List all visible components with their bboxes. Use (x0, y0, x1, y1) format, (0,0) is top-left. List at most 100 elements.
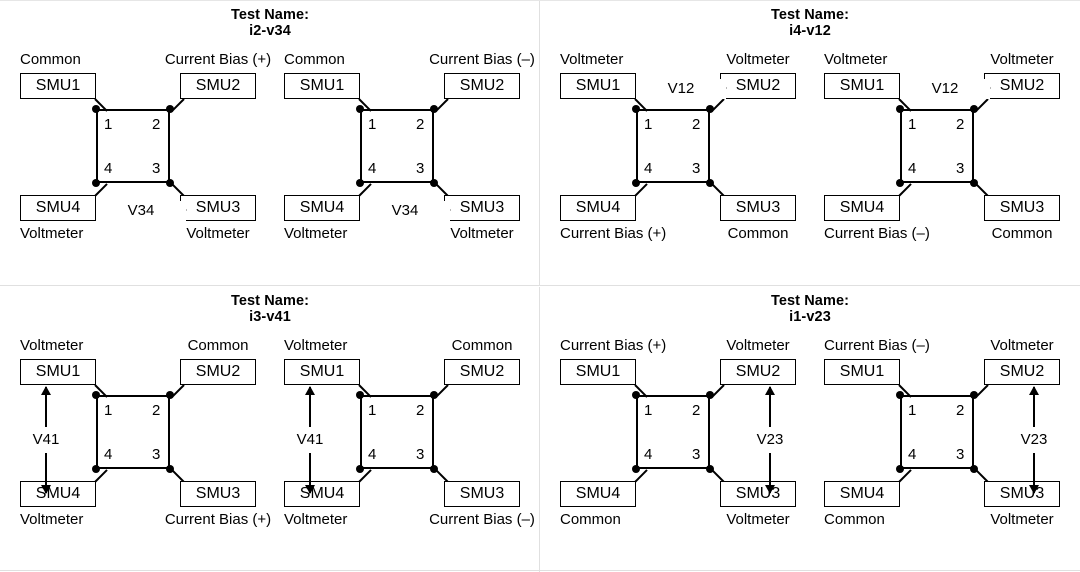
corner-number-1: 1 (104, 116, 113, 133)
sample-square (96, 109, 170, 183)
panel-title: Test Name:i1-v23 (540, 293, 1080, 325)
smu-box-smu1[interactable]: SMU1 (560, 359, 636, 385)
sample-square (636, 109, 710, 183)
arrow-shaft-top (45, 387, 47, 427)
smu-box-smu2[interactable]: SMU2 (984, 73, 1060, 99)
smu-box-smu1[interactable]: SMU1 (824, 359, 900, 385)
arrow-shaft-bottom (309, 453, 311, 493)
smu-box-smu2[interactable]: SMU2 (720, 359, 796, 385)
measurement-arrow-v12: V12 (635, 79, 727, 99)
smu-box-smu2[interactable]: SMU2 (720, 73, 796, 99)
smu-box-smu4[interactable]: SMU4 (20, 481, 96, 507)
corner-number-3: 3 (416, 446, 425, 463)
smu-box-smu3[interactable]: SMU3 (180, 195, 256, 221)
corner-number-4: 4 (104, 446, 113, 463)
smu-box-smu4[interactable]: SMU4 (284, 195, 360, 221)
corner-number-2: 2 (152, 116, 161, 133)
measurement-label-text: V34 (123, 202, 159, 219)
corner-number-1: 1 (908, 402, 917, 419)
smu-box-smu1[interactable]: SMU1 (284, 73, 360, 99)
arrow-head-up-icon (1028, 386, 1039, 395)
corner-number-4: 4 (104, 160, 113, 177)
smu-box-smu2[interactable]: SMU2 (180, 359, 256, 385)
smu-box-smu1[interactable]: SMU1 (20, 73, 96, 99)
contact-node-4 (632, 179, 640, 187)
role-label-smu1: Current Bias (–) (824, 337, 930, 354)
role-label-smu2: Current Bias (+) (164, 51, 272, 68)
smu-box-smu1[interactable]: SMU1 (560, 73, 636, 99)
contact-node-3 (166, 179, 174, 187)
panel-title-name: i4-v12 (789, 23, 831, 39)
smu-box-smu3[interactable]: SMU3 (984, 195, 1060, 221)
arrow-head-up-icon (304, 386, 315, 395)
contact-node-4 (896, 465, 904, 473)
role-label-smu4: Voltmeter (20, 225, 84, 242)
contact-node-2 (430, 391, 438, 399)
smu-box-smu2[interactable]: SMU2 (180, 73, 256, 99)
smu-box-smu3[interactable]: SMU3 (444, 481, 520, 507)
contact-node-1 (896, 105, 904, 113)
corner-number-2: 2 (956, 402, 965, 419)
smu-box-smu3[interactable]: SMU3 (444, 195, 520, 221)
role-label-smu2: Common (451, 337, 513, 354)
role-label-smu4: Voltmeter (20, 511, 84, 528)
measurement-arrow-v23: V23 (738, 386, 802, 494)
smu-box-smu4[interactable]: SMU4 (824, 195, 900, 221)
contact-node-4 (356, 179, 364, 187)
role-label-smu4: Common (824, 511, 885, 528)
corner-number-1: 1 (368, 116, 377, 133)
arrow-shaft-top (1033, 387, 1035, 427)
arrow-shaft-bottom (45, 453, 47, 493)
arrow-shaft-top (309, 387, 311, 427)
contact-node-1 (632, 391, 640, 399)
measurement-arrow-v12: V12 (899, 79, 991, 99)
role-label-smu2: Voltmeter (990, 51, 1054, 68)
corner-number-4: 4 (368, 446, 377, 463)
smu-box-smu1[interactable]: SMU1 (824, 73, 900, 99)
corner-number-4: 4 (644, 446, 653, 463)
contact-node-2 (706, 105, 714, 113)
smu-box-smu3[interactable]: SMU3 (180, 481, 256, 507)
smu-box-smu3[interactable]: SMU3 (720, 481, 796, 507)
sample-square (96, 395, 170, 469)
panel-title-name: i1-v23 (789, 309, 831, 325)
corner-number-3: 3 (416, 160, 425, 177)
role-label-smu1: Common (20, 51, 81, 68)
role-label-smu1: Voltmeter (824, 51, 888, 68)
role-label-smu3: Current Bias (+) (164, 511, 272, 528)
contact-node-3 (706, 179, 714, 187)
corner-number-2: 2 (152, 402, 161, 419)
role-label-smu3: Voltmeter (186, 225, 250, 242)
smu-box-smu4[interactable]: SMU4 (20, 195, 96, 221)
smu-box-smu4[interactable]: SMU4 (824, 481, 900, 507)
role-label-smu3: Common (727, 225, 789, 242)
corner-number-1: 1 (644, 116, 653, 133)
smu-box-smu1[interactable]: SMU1 (20, 359, 96, 385)
measurement-arrow-v41: V41 (14, 386, 78, 494)
role-label-smu2: Common (187, 337, 249, 354)
smu-box-smu2[interactable]: SMU2 (984, 359, 1060, 385)
corner-number-3: 3 (152, 446, 161, 463)
contact-node-3 (706, 465, 714, 473)
panel-title: Test Name:i3-v41 (0, 293, 540, 325)
role-label-smu1: Voltmeter (20, 337, 84, 354)
smu-box-smu1[interactable]: SMU1 (284, 359, 360, 385)
corner-number-2: 2 (956, 116, 965, 133)
contact-node-4 (92, 179, 100, 187)
measurement-arrow-v34: V34 (359, 201, 451, 221)
contact-node-4 (92, 465, 100, 473)
smu-box-smu2[interactable]: SMU2 (444, 73, 520, 99)
smu-box-smu4[interactable]: SMU4 (560, 195, 636, 221)
sample-square (636, 395, 710, 469)
smu-box-smu4[interactable]: SMU4 (560, 481, 636, 507)
smu-box-smu2[interactable]: SMU2 (444, 359, 520, 385)
measurement-arrow-v34: V34 (95, 201, 187, 221)
corner-number-1: 1 (368, 402, 377, 419)
smu-box-smu3[interactable]: SMU3 (720, 195, 796, 221)
contact-node-3 (970, 465, 978, 473)
